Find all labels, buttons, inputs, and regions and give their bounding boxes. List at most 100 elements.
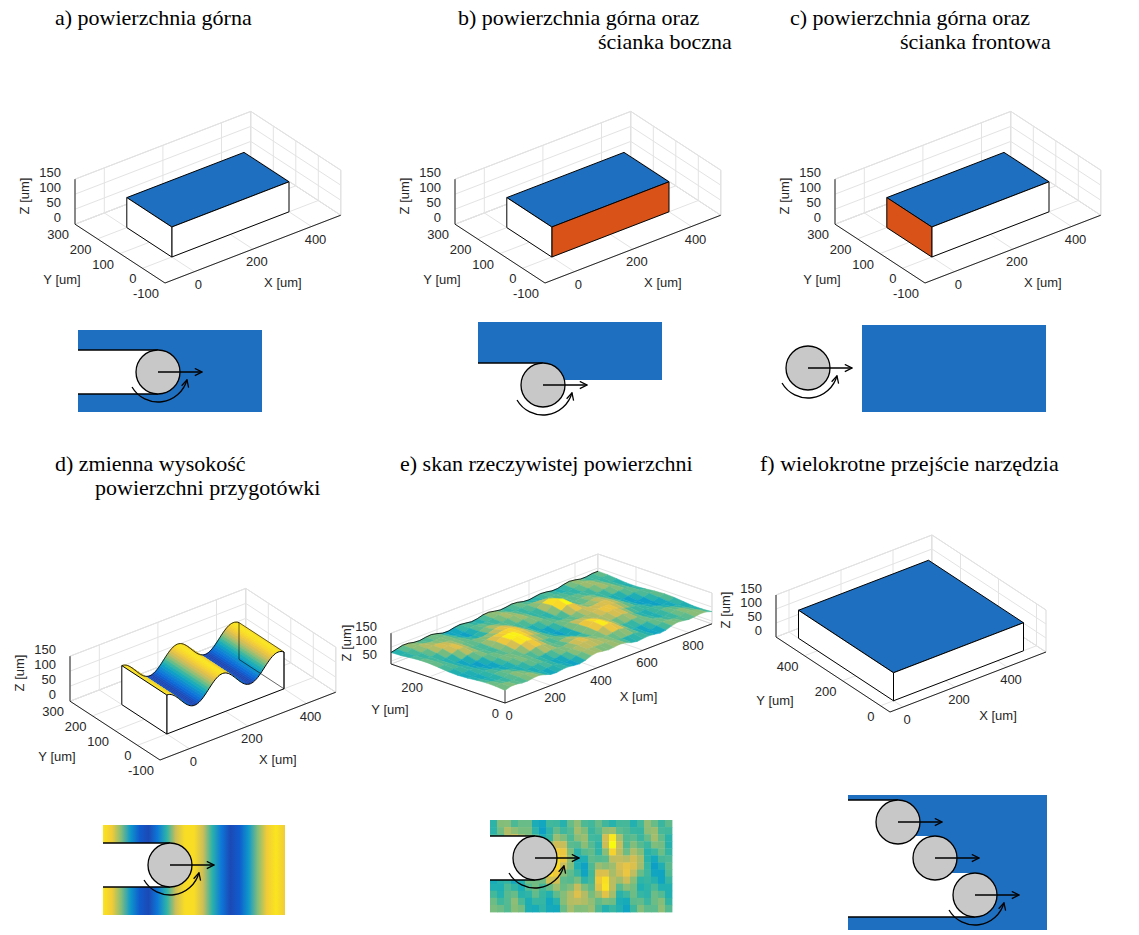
- side-face: [172, 182, 289, 257]
- scan-cell: [539, 898, 546, 905]
- scan-cell: [616, 884, 623, 891]
- tick-label: 150: [355, 620, 377, 635]
- grid-line: [864, 168, 865, 213]
- scan-cell: [511, 898, 518, 905]
- scan-cell: [595, 891, 602, 898]
- tick-label: 800: [682, 639, 704, 654]
- scan-cell: [574, 905, 581, 912]
- scan-cell: [658, 855, 665, 862]
- tick-label: 0: [190, 755, 197, 770]
- scan-cell: [602, 870, 609, 877]
- scan-cell: [581, 820, 588, 827]
- scan-cell: [616, 827, 623, 834]
- axis-label: Y [um]: [371, 702, 408, 717]
- rotation-arrow: [132, 380, 187, 402]
- scan-cell: [490, 905, 497, 912]
- scan-cell: [532, 898, 539, 905]
- scan-cell: [658, 848, 665, 855]
- plot-4: [391, 554, 712, 703]
- scan-cell: [602, 884, 609, 891]
- scan-cell: [665, 848, 672, 855]
- scan-cell: [623, 820, 630, 827]
- slot-edge: [478, 362, 543, 363]
- scan-cell: [637, 820, 644, 827]
- scan-cell: [616, 820, 623, 827]
- feed-arrow: [158, 371, 202, 372]
- axis-label: Z [um]: [13, 654, 28, 691]
- scan-cell: [651, 848, 658, 855]
- scan-cell: [497, 827, 504, 834]
- scan-cell: [602, 855, 609, 862]
- scan-cell: [595, 855, 602, 862]
- axis-label: X [um]: [644, 276, 682, 291]
- scan-cell: [630, 827, 637, 834]
- scan-cell: [630, 834, 637, 841]
- scan-cell: [581, 862, 588, 869]
- side-face: [894, 623, 1024, 701]
- scan-cell: [588, 827, 595, 834]
- scan-cell: [595, 905, 602, 912]
- scan-cell: [539, 905, 546, 912]
- scan-cell: [609, 862, 616, 869]
- scan-cell: [490, 891, 497, 898]
- scan-cell: [602, 848, 609, 855]
- tick-label: 100: [87, 735, 109, 750]
- tick-label: 100: [740, 596, 762, 611]
- scan-cell: [490, 827, 497, 834]
- side-pane: [598, 554, 712, 624]
- scan-cell: [609, 891, 616, 898]
- grid-line: [698, 156, 699, 201]
- scan-cell: [602, 891, 609, 898]
- scan-cell: [511, 905, 518, 912]
- scan-cell: [623, 848, 630, 855]
- axis-label: Y [um]: [756, 693, 793, 708]
- scan-cell: [602, 862, 609, 869]
- scan-cell: [602, 898, 609, 905]
- side-face: [932, 182, 1049, 257]
- scan-cell: [588, 848, 595, 855]
- z-axis: [391, 633, 392, 664]
- scan-cell: [567, 827, 574, 834]
- scan-cell: [644, 870, 651, 877]
- scan-cell: [581, 855, 588, 862]
- tick-label: 200: [65, 720, 87, 735]
- tick-label: 50: [807, 196, 821, 211]
- scan-cell: [511, 884, 518, 891]
- feed-arrow: [935, 857, 979, 858]
- tick-label: 0: [814, 211, 821, 226]
- scan-cell: [553, 884, 560, 891]
- grid-line: [529, 611, 643, 650]
- scan-cell: [504, 891, 511, 898]
- scan-cell: [560, 848, 567, 855]
- tick-label: 200: [830, 243, 852, 258]
- scan-cell: [602, 905, 609, 912]
- scan-cell: [574, 877, 581, 884]
- scan-cell: [630, 848, 637, 855]
- scan-cell: [511, 827, 518, 834]
- grid-line: [712, 593, 713, 624]
- y-axis: [391, 664, 505, 703]
- scan-cell: [665, 820, 672, 827]
- grid-line: [251, 111, 341, 170]
- panel-title: d) zmienna wysokość powierzchni przygotó…: [55, 452, 335, 500]
- scan-cell: [623, 827, 630, 834]
- scan-cell: [588, 898, 595, 905]
- tick-label: 200: [626, 255, 648, 270]
- scan-cell: [553, 827, 560, 834]
- feed-arrow: [808, 367, 852, 368]
- scan-cell: [574, 820, 581, 827]
- scan-cell: [496, 683, 511, 690]
- scan-cell: [630, 891, 637, 898]
- workpiece-top: [848, 795, 1047, 930]
- scan-cell: [623, 870, 630, 877]
- panel-title: c) powierzchnia górna oraz ścianka front…: [790, 6, 1090, 54]
- scan-cell: [581, 884, 588, 891]
- scan-cell: [595, 870, 602, 877]
- grid-line: [1100, 170, 1101, 215]
- tick-label: 300: [47, 228, 69, 243]
- floor-pane: [391, 585, 712, 703]
- scan-cell: [567, 905, 574, 912]
- scan-cell: [560, 855, 567, 862]
- scan-cell: [532, 905, 539, 912]
